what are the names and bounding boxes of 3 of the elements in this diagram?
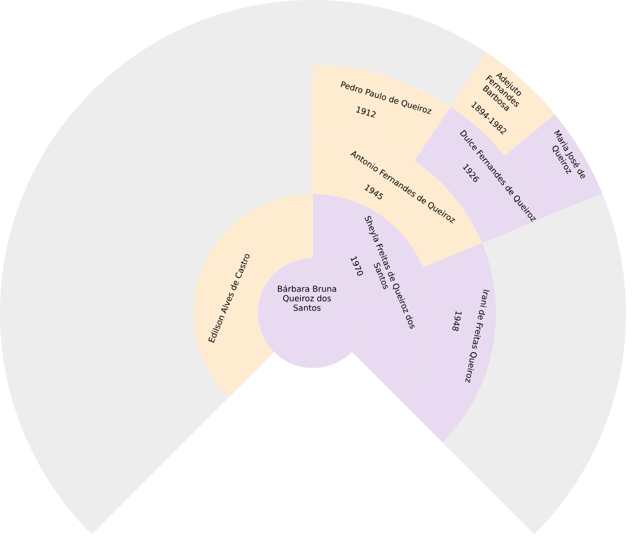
node-label: Irani de Freitas Queiroz bbox=[465, 290, 490, 383]
node-label: 1948 bbox=[452, 311, 462, 331]
node-label: 1912 bbox=[356, 106, 376, 118]
